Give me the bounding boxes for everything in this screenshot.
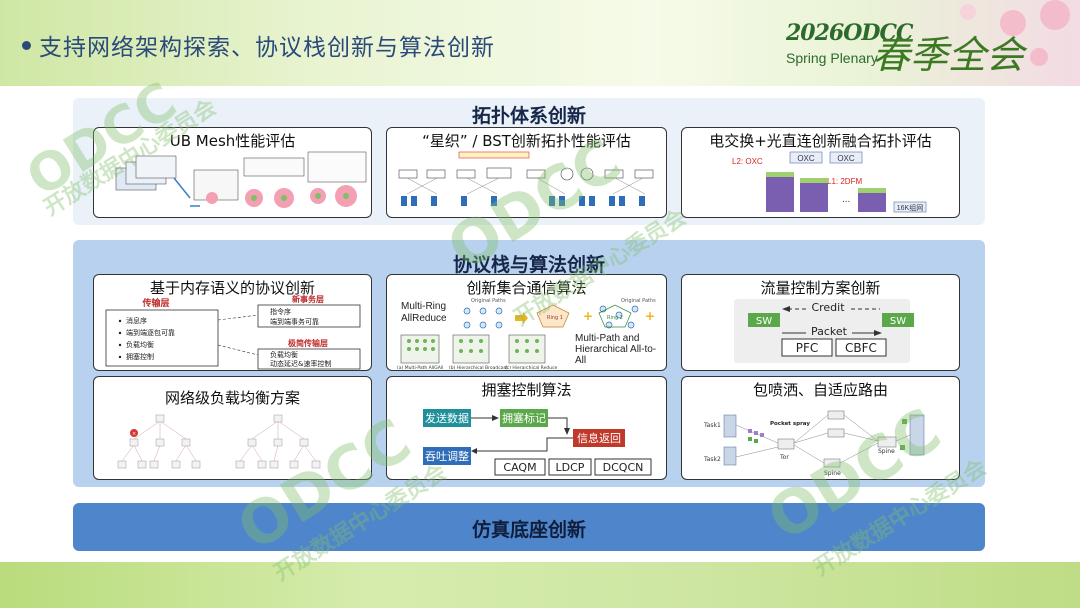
flow-control-figure: SW SW Credit Packet PFC CBFC	[734, 299, 914, 363]
star-topology-title: “星织” / BST创新拓扑性能评估	[422, 132, 631, 150]
flow-control-title: 流量控制方案创新	[760, 279, 881, 297]
transport-item: 负载均衡	[126, 340, 154, 349]
collective-algorithm-title: 创新集合通信算法	[466, 279, 587, 297]
blossom-decoration	[1030, 48, 1048, 66]
simulation-section: 仿真底座创新	[73, 503, 985, 551]
ocs-label-oxc-2: OXC	[837, 154, 855, 163]
logo-chinese: 春季全会	[872, 33, 1025, 77]
collective-algorithm-card: 创新集合通信算法 Multi-Ring AllReduce Original P…	[386, 274, 667, 371]
ocs-topology-card: 电交换+光直连创新融合拓扑评估 L2: OXC OXC OXC L1: 2DFM…	[681, 127, 960, 218]
collective-tag: Original Paths	[471, 298, 506, 304]
algo-ldcp: LDCP	[556, 461, 585, 474]
collective-algorithm-figure: Multi-Ring AllReduce Original Paths Orig…	[397, 298, 657, 371]
spray-label: Task2	[703, 456, 721, 463]
pfc-label: PFC	[796, 341, 819, 355]
packet-spray-figure: Task1 Task2 Pocket spray Tor Spine Spine	[703, 410, 925, 477]
transaction-layer-label: 新事务层	[292, 294, 324, 304]
multi-ring-label: Multi-Ring AllReduce	[401, 301, 447, 324]
transaction-item: 端到端事务可靠	[270, 317, 319, 326]
ocs-topology-title: 电交换+光直连创新融合拓扑评估	[709, 132, 932, 150]
algo-dcqcn: DCQCN	[603, 461, 644, 474]
odcc-logo: 2026ODCC Spring Plenary 春季全会	[786, 20, 1046, 77]
blossom-decoration	[960, 4, 976, 20]
header-background	[0, 0, 1080, 86]
load-balancing-title: 网络级负载均衡方案	[164, 389, 300, 407]
cbfc-label: CBFC	[845, 341, 877, 355]
topology-section-title: 拓扑体系创新	[471, 105, 586, 127]
svg-text:+: +	[583, 309, 593, 323]
collective-caption: (b) Hierarchical Broadcast	[449, 365, 508, 371]
ocs-label-16k: 16K组网	[897, 203, 923, 212]
algo-caqm: CAQM	[503, 461, 536, 474]
collective-caption: (a) Multi-Path AllGAll	[397, 365, 443, 371]
star-topology-card: “星织” / BST创新拓扑性能评估	[386, 127, 667, 218]
feedback-label: 信息返回	[577, 431, 621, 445]
sw-right: SW	[890, 316, 906, 327]
congestion-mark-label: 拥塞标记	[502, 411, 546, 425]
transport-item: 端到端逐包可靠	[126, 328, 175, 337]
collective-caption: (c) Hierarchical Reduce	[505, 365, 558, 371]
svg-text:...: ...	[842, 194, 850, 205]
throughput-adjust-label: 吞吐调整	[425, 449, 469, 463]
simple-layer-label: 极简传输层	[288, 338, 328, 348]
memory-protocol-title: 基于内存语义的协议创新	[149, 279, 315, 297]
blossom-decoration	[1040, 0, 1070, 30]
simple-item: 负载均衡	[270, 350, 298, 359]
protocol-section-title: 协议栈与算法创新	[452, 254, 605, 276]
sw-left: SW	[756, 316, 772, 327]
ub-mesh-figure	[115, 151, 367, 208]
load-balancing-card: 网络级负载均衡方案 ×	[93, 376, 372, 480]
ocs-label-oxc-1: OXC	[797, 154, 815, 163]
collective-tag: Ring 2	[607, 315, 623, 321]
credit-label: Credit	[811, 301, 845, 314]
congestion-control-figure: 发送数据 拥塞标记 信息返回 吞吐调整 CAQM LDCP DCQCN	[423, 409, 652, 476]
ub-mesh-title: UB Mesh性能评估	[169, 132, 296, 150]
simulation-section-title: 仿真底座创新	[471, 519, 586, 541]
transaction-item: 指令序	[270, 307, 291, 316]
svg-text:×: ×	[132, 431, 136, 437]
footer-background	[0, 562, 1080, 608]
transport-item: 拥塞控制	[126, 352, 154, 361]
collective-tag: Original Paths	[621, 298, 656, 304]
logo-year: 2026ODCC	[786, 20, 913, 46]
spray-label: Spine	[878, 448, 895, 455]
memory-protocol-figure: 传输层 消息序 端到端逐包可靠 负载均衡 拥塞控制 新事务层 指令序 端到端事务…	[105, 294, 361, 370]
svg-text:+: +	[645, 309, 655, 323]
spray-label: Tor	[779, 454, 789, 461]
page-title-text: 支持网络架构探索、协议栈创新与算法创新	[39, 35, 495, 61]
blossom-decoration	[1000, 10, 1026, 36]
bullet-icon	[22, 41, 31, 50]
congestion-control-card: 拥塞控制算法 发送数据 拥塞标记 信息返回 吞吐调整 CAQM LDCP DCQ…	[386, 376, 667, 480]
ub-mesh-card: UB Mesh性能评估	[93, 127, 372, 218]
ocs-label-l1: L1: 2DFM	[827, 177, 862, 186]
send-data-label: 发送数据	[425, 411, 469, 425]
multi-path-label: Multi-Path and Hierarchical All-to-All	[575, 333, 657, 366]
flow-control-card: 流量控制方案创新 SW SW Credit Packet PFC CBFC	[681, 274, 960, 371]
packet-label: Packet	[811, 325, 848, 338]
collective-tag: Ring 1	[547, 315, 563, 321]
star-topology-figure	[398, 151, 654, 206]
simple-item: 动态延迟&速率控制	[270, 359, 331, 368]
logo-subtitle: Spring Plenary	[786, 50, 878, 66]
spray-label: Pocket spray	[770, 421, 810, 427]
congestion-control-title: 拥塞控制算法	[481, 381, 572, 399]
packet-spray-title: 包喷洒、自适应路由	[752, 381, 888, 399]
spray-label: Task1	[703, 422, 721, 429]
ocs-label-l2: L2: OXC	[732, 157, 763, 166]
memory-protocol-card: 基于内存语义的协议创新 传输层 消息序 端到端逐包可靠 负载均衡 拥塞控制 新事…	[93, 274, 372, 371]
load-balancing-figure: ×	[117, 414, 321, 469]
packet-spray-card: 包喷洒、自适应路由 Task1 Task2 Pocket spray Tor S…	[681, 376, 960, 480]
transport-item: 消息序	[126, 316, 147, 325]
spray-label: Spine	[824, 470, 841, 477]
ocs-topology-figure: L2: OXC OXC OXC L1: 2DFM ... 16K组网	[732, 151, 927, 213]
page-title: 支持网络架构探索、协议栈创新与算法创新	[22, 28, 495, 62]
transport-layer-label: 传输层	[141, 297, 169, 309]
